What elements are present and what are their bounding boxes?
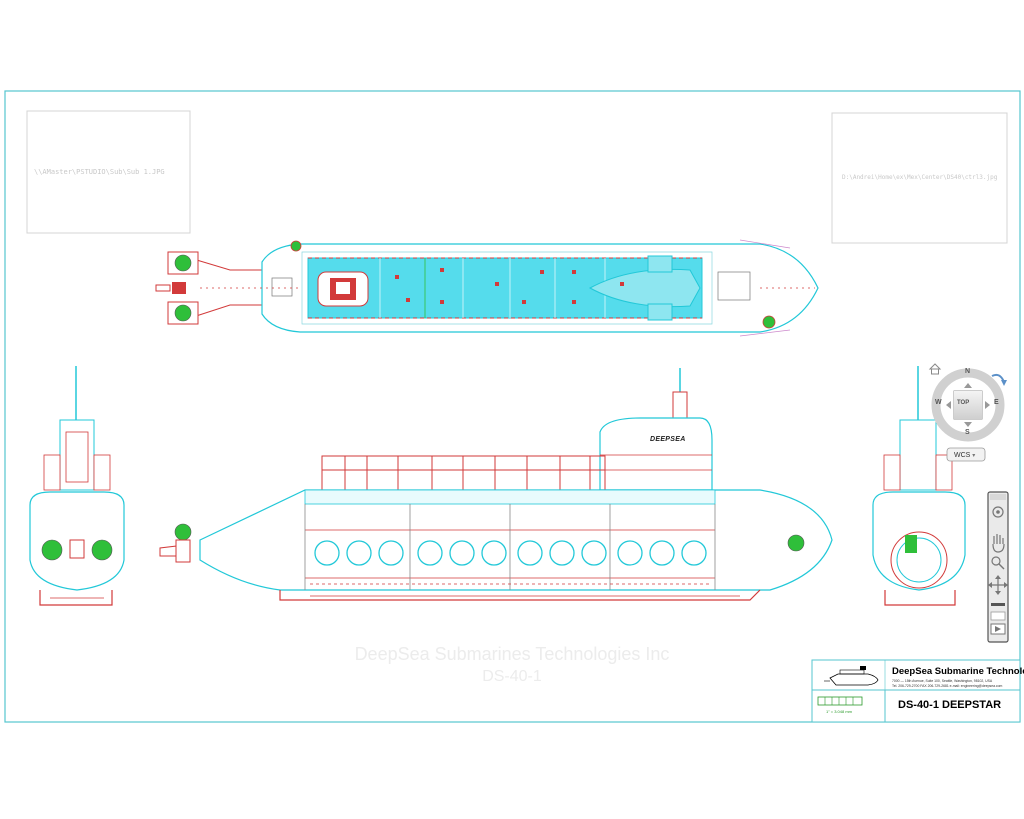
image-placeholder-left [26,110,191,234]
scale-text: 1" = 3.048 mm [826,709,852,714]
hull-marking: DEEPSEA [650,436,686,443]
watermark-company: DeepSea Submarines Technologies Inc [354,644,670,664]
ucs-label-text: WCS [954,452,971,459]
company-name: DeepSea Submarine Technologies, Inc. [892,666,1024,677]
bow-view [872,366,966,606]
viewcube-north[interactable]: N [965,368,971,375]
steering-wheel-icon[interactable] [992,506,1004,518]
plan-view [155,239,819,337]
watermark-model: DS-40-1 [482,668,542,685]
company-contact: Tel. 206-729-2700 FAX 206-729-2681 e-mai… [892,684,1003,688]
nav-bar-divider [991,603,1005,606]
home-icon[interactable] [928,363,942,375]
rotate-icon[interactable] [991,373,1007,386]
image-placeholder-right-label: D:\Andrei\Home\ex\Mex\Center\DS40\ctrl3.… [842,174,998,181]
company-logo [824,666,879,686]
title-block [811,659,1021,723]
stern-view [29,366,125,606]
showmotion-icon[interactable] [990,611,1006,635]
viewcube-face-top[interactable]: TOP [957,400,970,406]
viewcube-east[interactable]: E [994,399,999,406]
ucs-menu[interactable] [946,447,986,462]
pan-icon[interactable] [992,534,1005,553]
image-placeholder-right [831,112,1008,244]
sheet-frame [4,90,1021,723]
profile-view [159,368,833,601]
chevron-down-icon: ▾ [972,453,976,459]
viewcube-west[interactable]: W [935,399,942,406]
viewcube[interactable] [931,368,1005,442]
ucs-label[interactable]: WCS ▾ [954,452,975,459]
orbit-icon[interactable] [988,575,1008,595]
drawing-title: DS-40-1 DEEPSTAR [898,699,1002,711]
viewcube-south[interactable]: S [965,429,970,436]
zoom-icon[interactable] [991,556,1005,570]
image-placeholder-left-label: \\AMaster\PSTUDIO\Sub\Sub 1.JPG [34,168,165,176]
company-address: 7000 — 15th Avenue, Suite 100, Seattle, … [892,679,993,683]
